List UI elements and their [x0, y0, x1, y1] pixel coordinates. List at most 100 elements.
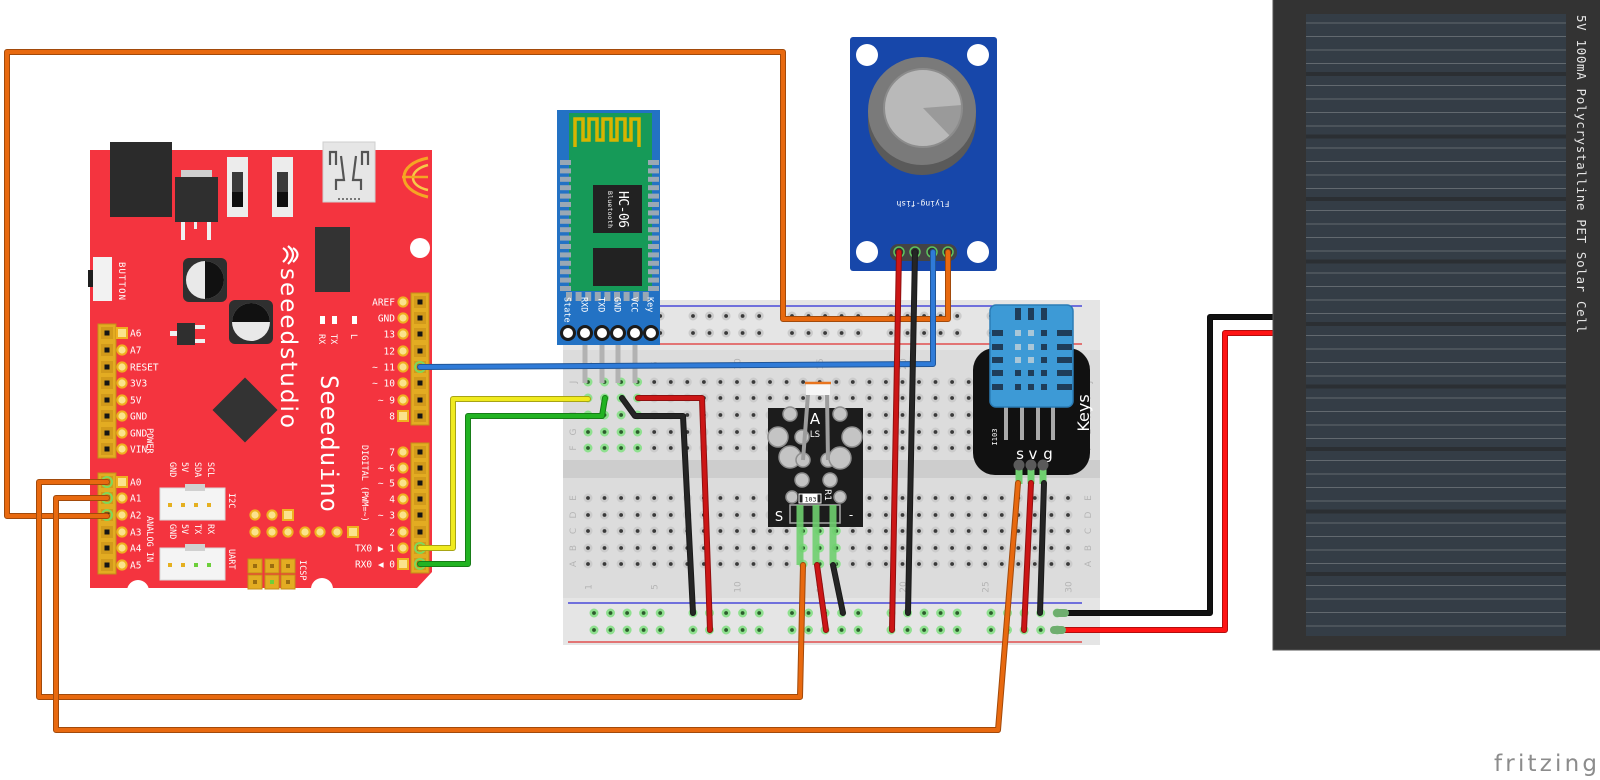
vent-square — [1028, 330, 1034, 336]
socket-hole — [104, 446, 110, 452]
breadboard-hole — [1063, 543, 1073, 553]
wires — [4, 49, 1278, 733]
wire-tx-to-bluetooth — [418, 397, 590, 550]
resistor-ref: R1 — [822, 489, 832, 501]
analog-pin-label: A1 — [130, 494, 142, 505]
rail-hole — [622, 608, 632, 618]
reset-button-body[interactable] — [93, 257, 112, 301]
header-socket — [414, 509, 426, 521]
bluetooth-pin — [560, 325, 576, 341]
wire-gas-sensor-vcc — [890, 250, 901, 632]
rail-hole — [589, 625, 599, 635]
wire-endpoints — [1050, 609, 1069, 634]
board-hole — [832, 406, 848, 422]
breadboard-hole — [616, 543, 626, 553]
breadboard-hole — [583, 526, 593, 536]
breadboard-hole — [964, 393, 974, 403]
digital-pin-label: 13 — [384, 330, 395, 341]
socket-hole — [417, 480, 423, 486]
digital-pin-pad — [397, 493, 409, 505]
vent-bar — [992, 370, 1003, 376]
reset-button-cap[interactable] — [88, 270, 95, 287]
rail-hole — [787, 328, 797, 338]
breadboard-hole — [682, 377, 692, 387]
slide-switch[interactable] — [227, 157, 248, 217]
breadboard-hole — [980, 543, 990, 553]
column-label-bottom: 30 — [1065, 581, 1075, 593]
breadboard-hole — [748, 393, 758, 403]
switch-knob[interactable] — [277, 192, 288, 207]
icsp-header — [247, 558, 296, 590]
breadboard-hole — [1030, 543, 1040, 553]
vent-square — [1041, 344, 1047, 350]
switch-knob[interactable] — [232, 192, 243, 207]
breadboard-hole — [864, 493, 874, 503]
resistor-code: 103 — [805, 496, 817, 504]
breadboard-hole — [881, 443, 891, 453]
wire-gas-sensor-gnd — [906, 250, 917, 615]
row-label-right: B — [1084, 545, 1094, 551]
breadboard-hole — [914, 427, 924, 437]
digital-pin-pad — [397, 345, 409, 357]
digital-pin-label: 4 — [389, 495, 395, 506]
wire-bluetooth-vcc — [636, 396, 712, 632]
breadboard-hole — [649, 559, 659, 569]
rail-hole — [919, 625, 929, 635]
cell-gap — [1306, 259, 1566, 264]
breadboard-hole — [666, 559, 676, 569]
rail-hole — [803, 608, 813, 618]
vent-square — [1028, 357, 1034, 363]
breadboard-hole — [633, 427, 643, 437]
digital-pin-label: ~ 11 — [372, 363, 395, 374]
vent-square — [1015, 344, 1021, 350]
digital-pin-label: 8 — [389, 412, 395, 423]
bluetooth-pin-label: State — [562, 297, 572, 323]
socket-hole — [104, 529, 110, 535]
bluetooth-side-pad — [560, 160, 571, 165]
bluetooth-side-pad — [560, 218, 571, 224]
breadboard-hole — [947, 377, 957, 387]
bluetooth-pin-label: RXD — [579, 297, 589, 312]
header-socket — [414, 462, 426, 474]
resistor-band — [799, 494, 803, 503]
power-pin-label: A7 — [130, 346, 141, 357]
rail-hole — [952, 608, 962, 618]
breadboard-hole — [881, 493, 891, 503]
header-socket — [101, 377, 113, 389]
i2c-pin-label: 5V — [179, 462, 189, 472]
analog-pin-label: A2 — [130, 511, 141, 522]
header-socket — [101, 344, 113, 356]
breadboard-hole — [881, 393, 891, 403]
digital-pin-pad — [397, 542, 409, 554]
breadboard-hole — [583, 543, 593, 553]
board-pad — [249, 526, 261, 538]
reset-button[interactable] — [88, 257, 112, 301]
breadboard-hole — [897, 427, 907, 437]
breadboard-hole — [997, 493, 1007, 503]
breadboard-hole — [947, 543, 957, 553]
breadboard-hole — [881, 559, 891, 569]
breadboard-hole — [599, 543, 609, 553]
breadboard-hole — [930, 493, 940, 503]
rail-hole — [688, 625, 698, 635]
socket-hole — [417, 496, 423, 502]
slide-switch[interactable] — [272, 157, 293, 217]
breadboard-hole — [980, 510, 990, 520]
gas-sensor-cylinder — [868, 57, 976, 175]
breadboard-hole — [732, 377, 742, 387]
breadboard-hole — [748, 377, 758, 387]
breadboard-hole — [649, 543, 659, 553]
breadboard-hole — [930, 526, 940, 536]
signal-label: S — [775, 510, 783, 525]
bluetooth-legs — [582, 333, 638, 383]
vent-square — [1028, 370, 1034, 376]
header-socket — [414, 493, 426, 505]
breadboard-hole — [649, 510, 659, 520]
dht-code: I103 — [991, 429, 999, 446]
analog-pin-label: A4 — [130, 544, 142, 555]
breadboard-hole — [964, 427, 974, 437]
rail-hole — [639, 625, 649, 635]
breadboard-hole — [715, 443, 725, 453]
breadboard-hole — [831, 377, 841, 387]
